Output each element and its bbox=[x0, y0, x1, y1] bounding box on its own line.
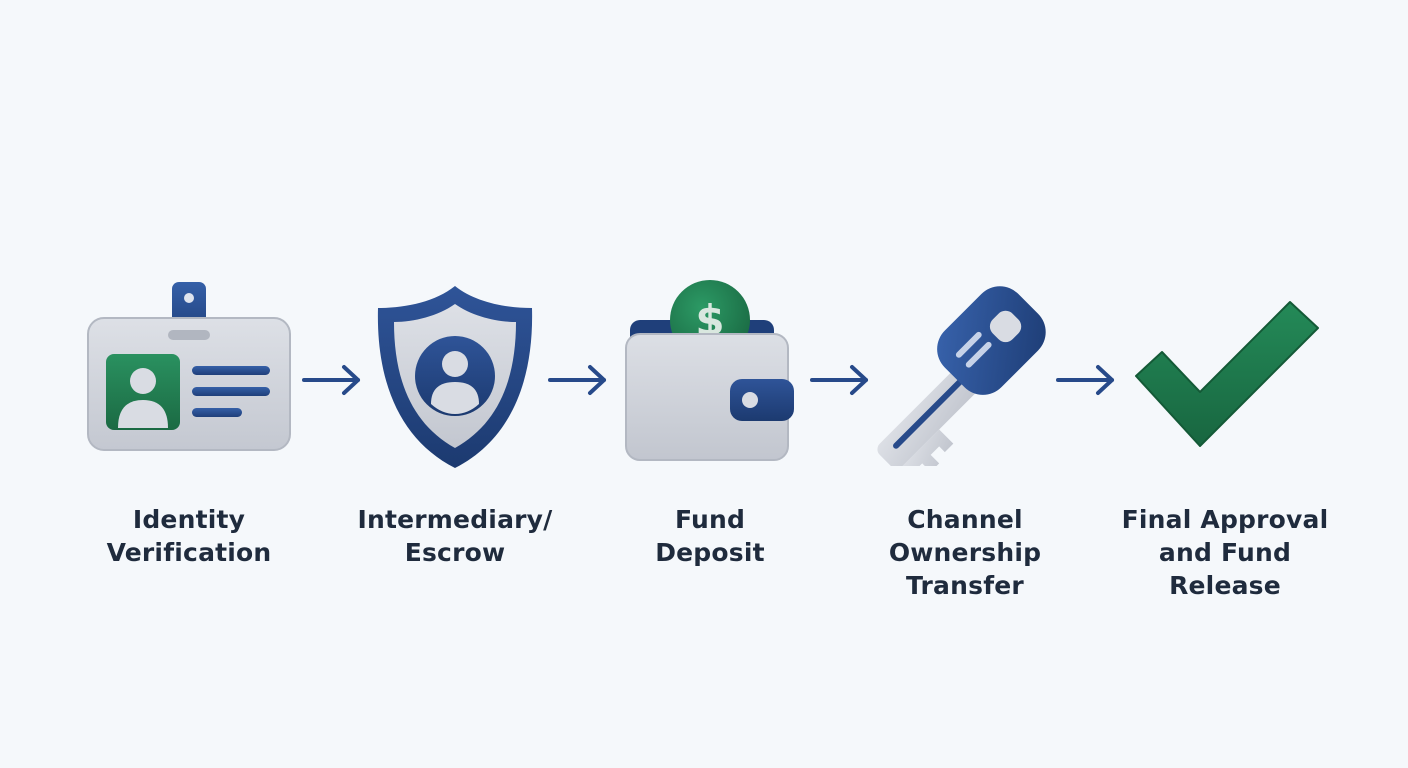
label-line: Fund bbox=[674, 505, 746, 534]
label-line: Channel bbox=[907, 505, 1023, 534]
arrow-right-icon bbox=[548, 365, 606, 395]
key-icon bbox=[877, 286, 1046, 466]
step-label-fund-deposit: Fund Deposit bbox=[590, 503, 830, 569]
step-label-intermediary-escrow: Intermediary/ Escrow bbox=[335, 503, 575, 569]
label-line: Intermediary/ bbox=[357, 505, 553, 534]
label-line: Transfer bbox=[906, 571, 1024, 600]
id-badge-icon bbox=[87, 282, 291, 451]
arrow-right-icon bbox=[302, 365, 360, 395]
arrow-right-icon bbox=[1056, 365, 1114, 395]
label-line: and Fund bbox=[1158, 538, 1292, 567]
step-label-final-approval: Final Approval and Fund Release bbox=[1105, 503, 1345, 602]
label-line: Final Approval bbox=[1121, 505, 1329, 534]
label-line: Release bbox=[1169, 571, 1281, 600]
shield-user-icon bbox=[377, 286, 533, 468]
wallet-coin-icon: $ bbox=[625, 280, 794, 461]
step-label-channel-ownership-transfer: Channel Ownership Transfer bbox=[845, 503, 1085, 602]
label-line: Ownership bbox=[888, 538, 1042, 567]
arrow-right-icon bbox=[810, 365, 868, 395]
label-line: Verification bbox=[106, 538, 272, 567]
label-line: Escrow bbox=[404, 538, 506, 567]
checkmark-icon bbox=[1135, 301, 1319, 447]
label-line: Deposit bbox=[655, 538, 765, 567]
step-label-identity-verification: Identity Verification bbox=[69, 503, 309, 569]
label-line: Identity bbox=[132, 505, 246, 534]
